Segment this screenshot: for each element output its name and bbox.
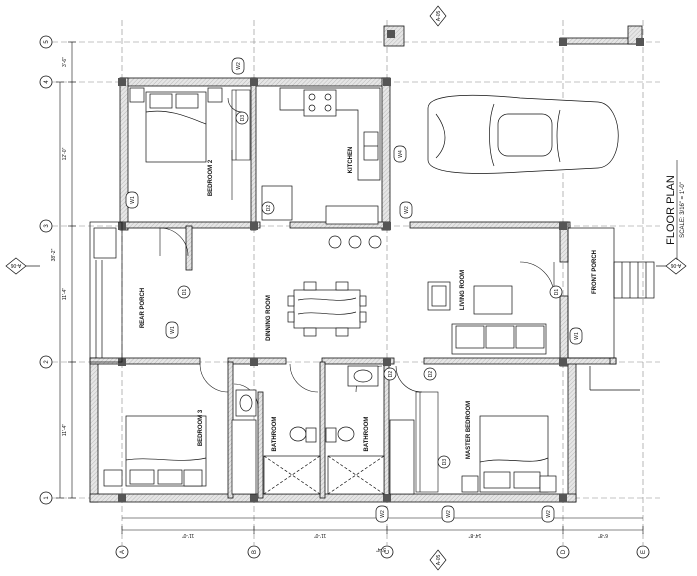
- tag-d3-b: D3: [442, 459, 448, 466]
- tag-w2-d: W2: [446, 510, 452, 518]
- section-markers: [5, 5, 687, 571]
- tag-d2-b: D2: [428, 371, 434, 378]
- dim-bottom-1: 11'-0": [314, 532, 327, 538]
- section-a05-bottom: A-05: [436, 555, 442, 566]
- room-labels: BEDROOM 2 KITCHEN REAR PORCH DINNING ROO…: [140, 147, 598, 460]
- label-rear-porch: REAR PORCH: [140, 288, 146, 328]
- label-bathroom-2: BATHROOM: [364, 417, 370, 452]
- dim-left-0: 11'-4": [62, 424, 68, 437]
- tag-w4: W4: [398, 150, 404, 158]
- tag-w1-c: W1: [574, 332, 580, 340]
- window-tag-texts: W2 W1 W2 W4 W1 W1 W2 W2 W2: [130, 62, 580, 518]
- dim-bottom-0: 11'-0": [182, 532, 195, 538]
- row-4-label: 4: [44, 80, 50, 84]
- section-marker-texts: A-05 A-05 A-06 A-06: [11, 11, 682, 566]
- dim-overall-left: 38'-2": [51, 248, 57, 261]
- bedroom2-bed: [129, 87, 223, 163]
- dim-bottom-2: 3'-4": [376, 546, 386, 552]
- label-bathroom-1: BATHROOM: [272, 417, 278, 452]
- front-porch-outline: [567, 227, 655, 391]
- label-living: LIVING ROOM: [460, 270, 466, 310]
- dim-left-1: 11'-4": [62, 288, 68, 301]
- tag-w2-b: W2: [404, 206, 410, 214]
- col-e-label: E: [641, 550, 647, 554]
- rear-porch-outline: [89, 221, 123, 363]
- dining-table: [287, 281, 367, 337]
- title-scale: SCALE: 3/16" = 1'-0": [680, 182, 686, 238]
- dim-bottom-3: 14'-8": [468, 532, 481, 538]
- tag-w2-a: W2: [236, 62, 242, 70]
- door-tags: [177, 111, 563, 469]
- bedroom2-closet: [231, 89, 251, 161]
- door-tag-texts: D3 D2 D1 D1 D2 D2 D3: [182, 115, 560, 466]
- row-bubbles: 5 4 3 2 1: [39, 35, 53, 505]
- tag-w1-a: W1: [130, 196, 136, 204]
- label-front-porch: FRONT PORCH: [592, 250, 598, 294]
- row-2-label: 2: [44, 360, 50, 364]
- tag-w2-e: W2: [546, 510, 552, 518]
- tag-w1-b: W1: [170, 326, 176, 334]
- master-bed: [461, 415, 557, 493]
- label-master-bedroom: MASTER BEDROOM: [466, 401, 472, 459]
- col-c-label: C: [385, 549, 391, 554]
- bedroom3-bed: [103, 415, 207, 487]
- window-tags: [125, 57, 583, 523]
- tag-d1-b: D1: [554, 289, 560, 296]
- dim-left-3: 3'-6": [62, 57, 68, 67]
- dimension-texts: 3'-6" 12'-0" 11'-4" 11'-4" 38'-2" 11'-0"…: [51, 57, 608, 552]
- car: [427, 94, 619, 174]
- master-closet: [415, 391, 439, 493]
- title-main: FLOOR PLAN: [665, 175, 677, 245]
- section-a06-left: A-06: [11, 262, 22, 268]
- col-d-label: D: [561, 549, 567, 554]
- tag-d2-c: D2: [388, 371, 394, 378]
- tag-w2-c: W2: [380, 510, 386, 518]
- living-furniture: [427, 281, 547, 355]
- tag-d1-a: D1: [182, 289, 188, 296]
- dim-left-2: 12'-0": [62, 147, 68, 160]
- tag-d2-a: D2: [266, 205, 272, 212]
- section-a05-top: A-05: [436, 11, 442, 22]
- label-bedroom2: BEDROOM 2: [208, 159, 214, 196]
- row-3-label: 3: [44, 224, 50, 228]
- column-bubbles: A B C D E: [115, 545, 650, 559]
- col-b-label: B: [252, 550, 258, 554]
- bar-stools: [328, 235, 382, 249]
- row-5-label: 5: [44, 40, 50, 44]
- label-bedroom3: BEDROOM 3: [198, 409, 204, 446]
- tag-d3-a: D3: [240, 115, 246, 122]
- drawing-title: FLOOR PLAN SCALE: 3/16" = 1'-0": [665, 160, 686, 260]
- col-a-label: A: [120, 550, 126, 554]
- dim-bottom-4: 6'-8": [598, 532, 608, 538]
- label-kitchen: KITCHEN: [348, 147, 354, 174]
- section-a06-right: A-06: [671, 262, 682, 268]
- label-dining: DINNING ROOM: [266, 295, 272, 341]
- row-1-label: 1: [44, 496, 50, 500]
- kitchen-counters: [261, 87, 381, 225]
- bathroom-fixtures: [231, 365, 415, 495]
